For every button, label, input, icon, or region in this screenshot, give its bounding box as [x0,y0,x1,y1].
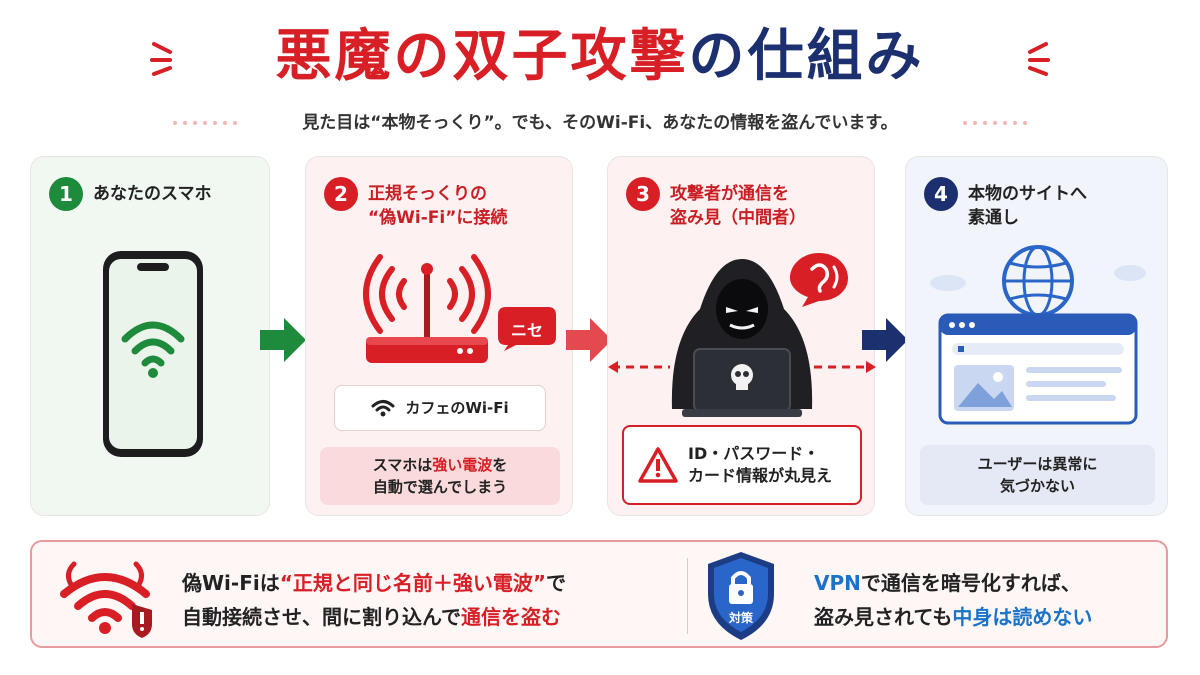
step-3-title-line1: 攻撃者が通信を [670,184,789,204]
step-card-2: 2 正規そっくりの “偽Wi-Fi”に接続 ニセ カフェのWi-Fi スマホは強… [305,156,573,516]
summary-left-text: 偽Wi-Fiは“正規と同じ名前＋強い電波”で 自動接続させ、間に割り込んで通信を… [182,571,567,629]
step-2-title-line1: 正規そっくりの [368,184,487,204]
hacker-icon [608,259,876,417]
summary-box: 偽Wi-Fiは“正規と同じ名前＋強い電波”で 自動接続させ、間に割り込んで通信を… [30,540,1168,648]
subtitle-dots-left [173,121,237,125]
step-4-title-line2: 素通し [968,208,1019,228]
arrow-right-navy-icon [862,318,908,362]
step-card-3: 3 攻撃者が通信を 盗み見（中間者） [607,156,876,516]
page-title: 悪魔の双子攻撃の仕組み [275,24,925,89]
step-4-number: 4 [924,177,958,211]
title-burst-right-icon [1028,42,1050,76]
summary-divider [687,558,688,634]
globe-icon [930,245,1146,315]
warning-line2: カード情報が丸見え [688,466,833,485]
router-icon [363,254,491,363]
arrow-right-red-icon [566,318,612,362]
fake-badge-label: ニセ [510,321,543,340]
step-4-note: ユーザーは異常に 気づかない [920,445,1155,505]
step-1-title: あなたのスマホ [93,184,212,204]
step-4-header: 4 本物のサイトへ 素通し [924,177,1087,230]
shield-label: 対策 [728,610,754,625]
step-2-header: 2 正規そっくりの “偽Wi-Fi”に接続 [324,177,507,230]
step-card-1: 1 あなたのスマホ [30,156,270,516]
subtitle-dots-right [963,121,1027,125]
step-2-number: 2 [324,177,358,211]
arrow-right-green-icon [260,318,306,362]
subtitle: 見た目は“本物そっくり”。でも、そのWi-Fi、あなたの情報を盗んでいます。 [302,113,898,133]
step-4-title-line1: 本物のサイトへ [968,184,1087,204]
skull-icon [731,364,753,390]
step-3-title-line2: 盗み見（中間者） [670,208,806,228]
shield-lock-icon: 対策 [708,552,774,640]
devil-wifi-icon [60,561,152,638]
browser-icon [938,313,1138,425]
step-2-title-line2: “偽Wi-Fi”に接続 [368,208,508,228]
step-1-number: 1 [49,177,83,211]
fake-badge-icon [498,307,556,351]
summary-right-text: VPNで通信を暗号化すれば、 盗み見されても中身は読めない [814,571,1093,629]
step-3-header: 3 攻撃者が通信を 盗み見（中間者） [626,177,806,230]
smartphone-icon [103,251,203,457]
step-3-number: 3 [626,177,660,211]
fake-wifi-name: カフェのWi-Fi [334,385,546,431]
wifi-icon [121,321,185,378]
title-burst-left-icon [150,42,172,76]
warning-line1: ID・パスワード・ [688,444,820,463]
step-card-4: 4 本物のサイトへ 素通し ユーザーは異常に 気づかない [905,156,1168,516]
ear-icon [790,253,848,307]
warning-icon [638,447,678,483]
wifi-icon [371,400,395,417]
step-2-note: スマホは強い電波を 自動で選んでしまう [320,447,560,505]
step-1-header: 1 あなたのスマホ [49,177,212,211]
fake-wifi-name-text: カフェのWi-Fi [405,399,509,417]
step-3-warning: ID・パスワード・ カード情報が丸見え [622,425,862,505]
